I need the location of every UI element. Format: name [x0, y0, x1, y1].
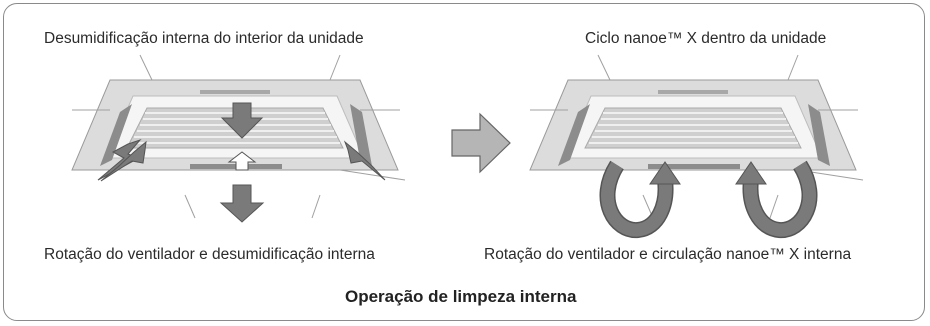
left-bottom-caption: Rotação do ventilador e desumidificação …	[44, 246, 375, 263]
up-arrow-small	[227, 151, 257, 171]
down-arrow-top	[220, 102, 264, 139]
transition-arrow	[451, 112, 511, 174]
footer-title: Operação de limpeza interna	[345, 287, 577, 306]
right-top-caption: Ciclo nanoe™ X dentro da unidade	[585, 30, 827, 47]
right-bottom-caption: Rotação do ventilador e circulação nanoe…	[484, 246, 852, 263]
down-arrow-bottom	[219, 184, 265, 223]
left-outward-arrow	[97, 138, 142, 181]
right-outward-arrow	[343, 140, 386, 181]
left-top-caption: Desumidificação interna do interior da u…	[44, 30, 364, 47]
diagram-frame	[3, 3, 925, 321]
